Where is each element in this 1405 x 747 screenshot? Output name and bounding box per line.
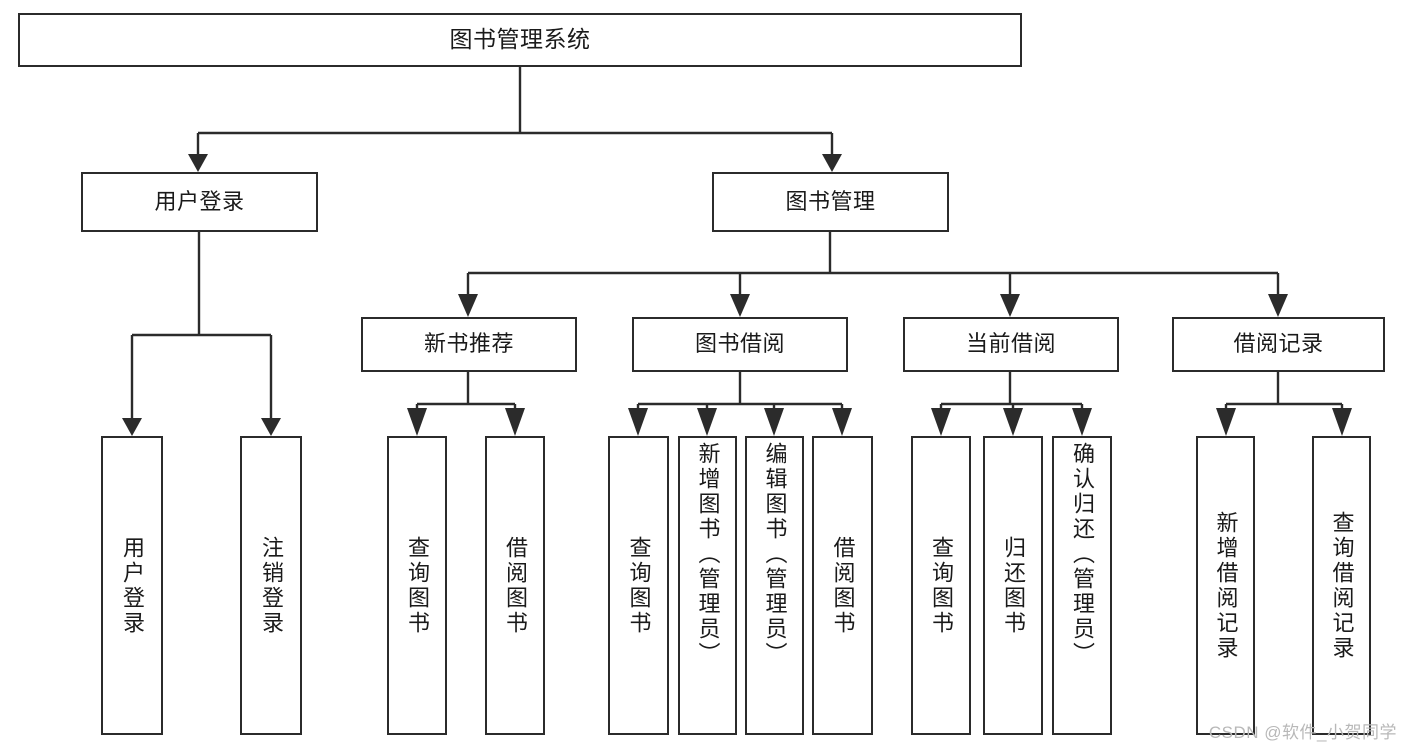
node-book-borrow-label: 图书借阅 bbox=[694, 331, 785, 357]
node-leaf-label: 新增图书（管理员） bbox=[695, 442, 721, 667]
leaf-inner: 归还图书 bbox=[985, 438, 1041, 733]
node-leaf-label: 查询图书 bbox=[929, 535, 954, 636]
leaf-inner: 注销登录 bbox=[242, 438, 300, 733]
arrow-borrow-leaf1 bbox=[628, 408, 648, 436]
node-root[interactable]: 图书管理系统 bbox=[18, 13, 1022, 67]
leaf-inner: 编辑图书（管理员） bbox=[747, 438, 802, 737]
arrow-record bbox=[1268, 294, 1288, 317]
node-user-login[interactable]: 用户登录 bbox=[81, 172, 318, 232]
node-leaf-label: 归还图书 bbox=[1001, 535, 1026, 636]
node-leaf-label: 借阅图书 bbox=[503, 535, 528, 636]
arrow-book-manage bbox=[822, 154, 842, 172]
node-leaf[interactable]: 归还图书 bbox=[983, 436, 1043, 735]
node-leaf[interactable]: 新增借阅记录 bbox=[1196, 436, 1255, 735]
arrow-leaf-user-login bbox=[122, 418, 142, 436]
node-leaf[interactable]: 查询借阅记录 bbox=[1312, 436, 1371, 735]
leaf-inner: 查询借阅记录 bbox=[1314, 438, 1369, 733]
node-leaf-label: 确认归还（管理员） bbox=[1070, 442, 1095, 667]
arrow-current bbox=[1000, 294, 1020, 317]
node-leaf-label: 用户登录 bbox=[120, 535, 145, 636]
leaf-inner: 新增图书（管理员） bbox=[680, 438, 735, 737]
leaf-inner: 查询图书 bbox=[610, 438, 667, 733]
node-leaf[interactable]: 用户登录 bbox=[101, 436, 163, 735]
leaf-inner: 确认归还（管理员） bbox=[1054, 438, 1110, 737]
leaf-inner: 借阅图书 bbox=[814, 438, 871, 733]
node-leaf-label: 注销登录 bbox=[259, 535, 284, 636]
node-current-borrow-label: 当前借阅 bbox=[965, 331, 1056, 357]
node-user-login-label: 用户登录 bbox=[154, 188, 245, 214]
arrow-leaf-logout bbox=[261, 418, 281, 436]
node-leaf[interactable]: 确认归还（管理员） bbox=[1052, 436, 1112, 735]
leaf-inner: 借阅图书 bbox=[487, 438, 543, 733]
arrow-current-leaf2 bbox=[1003, 408, 1023, 436]
node-leaf[interactable]: 查询图书 bbox=[911, 436, 971, 735]
arrow-newbook-leaf1 bbox=[407, 408, 427, 436]
leaf-inner: 查询图书 bbox=[913, 438, 969, 733]
arrow-newbook bbox=[458, 294, 478, 317]
arrow-record-leaf2 bbox=[1332, 408, 1352, 436]
node-new-book-recommend[interactable]: 新书推荐 bbox=[361, 317, 577, 372]
arrow-current-leaf1 bbox=[931, 408, 951, 436]
node-leaf-label: 编辑图书（管理员） bbox=[762, 442, 788, 667]
arrow-borrow-leaf3 bbox=[764, 408, 784, 436]
node-book-management[interactable]: 图书管理 bbox=[712, 172, 949, 232]
node-root-label: 图书管理系统 bbox=[449, 26, 591, 53]
node-leaf-label: 查询图书 bbox=[626, 535, 652, 636]
node-leaf[interactable]: 注销登录 bbox=[240, 436, 302, 735]
node-leaf[interactable]: 编辑图书（管理员） bbox=[745, 436, 804, 735]
arrow-borrow bbox=[730, 294, 750, 317]
node-current-borrow[interactable]: 当前借阅 bbox=[903, 317, 1119, 372]
node-leaf[interactable]: 借阅图书 bbox=[485, 436, 545, 735]
leaf-inner: 用户登录 bbox=[103, 438, 161, 733]
node-leaf-label: 查询图书 bbox=[405, 535, 430, 636]
node-borrow-record-label: 借阅记录 bbox=[1233, 331, 1324, 357]
arrow-record-leaf1 bbox=[1216, 408, 1236, 436]
node-book-borrow[interactable]: 图书借阅 bbox=[632, 317, 848, 372]
node-leaf[interactable]: 借阅图书 bbox=[812, 436, 873, 735]
node-leaf[interactable]: 查询图书 bbox=[608, 436, 669, 735]
node-new-book-recommend-label: 新书推荐 bbox=[423, 331, 514, 357]
arrow-borrow-leaf4 bbox=[832, 408, 852, 436]
arrow-current-leaf3 bbox=[1072, 408, 1092, 436]
arrow-borrow-leaf2 bbox=[697, 408, 717, 436]
node-book-management-label: 图书管理 bbox=[785, 188, 876, 214]
node-leaf[interactable]: 新增图书（管理员） bbox=[678, 436, 737, 735]
leaf-inner: 新增借阅记录 bbox=[1198, 438, 1253, 733]
node-leaf[interactable]: 查询图书 bbox=[387, 436, 447, 735]
watermark-text: CSDN @软件_小贺同学 bbox=[1208, 723, 1397, 742]
leaf-inner: 查询图书 bbox=[389, 438, 445, 733]
node-leaf-label: 新增借阅记录 bbox=[1213, 510, 1239, 661]
arrow-user-login bbox=[188, 154, 208, 172]
node-borrow-record[interactable]: 借阅记录 bbox=[1172, 317, 1385, 372]
arrow-newbook-leaf2 bbox=[505, 408, 525, 436]
node-leaf-label: 查询借阅记录 bbox=[1329, 510, 1355, 661]
node-leaf-label: 借阅图书 bbox=[830, 535, 856, 636]
